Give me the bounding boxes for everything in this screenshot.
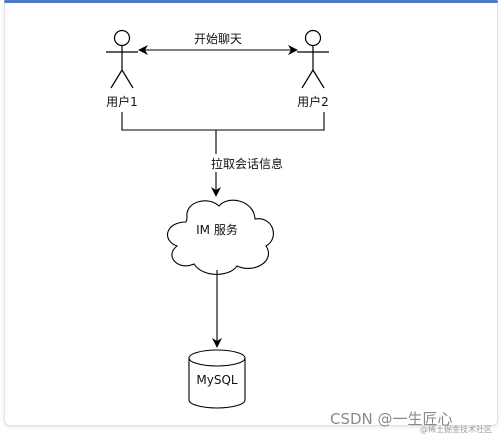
im-service-label: IM 服务 [196, 222, 238, 237]
pull-label: 拉取会话信息 [211, 156, 283, 171]
pull-label-bg [206, 154, 286, 172]
chat-arrow-label: 开始聊天 [194, 32, 242, 46]
mysql-database-icon [188, 349, 246, 409]
actor-user-1-icon [106, 29, 138, 89]
watermark-main: CSDN @一生匠心 [330, 410, 453, 428]
im-service-cloud-icon [166, 199, 274, 275]
user-2-label: 用户2 [297, 94, 329, 109]
users-merge-connector [121, 112, 325, 131]
mysql-label: MySQL [196, 373, 238, 387]
watermark-sub: @稀土掘金技术社区 [420, 424, 492, 434]
actor-user-2-icon [297, 29, 329, 89]
frame-accent-bar [4, 0, 498, 3]
user-1-label: 用户1 [106, 94, 138, 109]
